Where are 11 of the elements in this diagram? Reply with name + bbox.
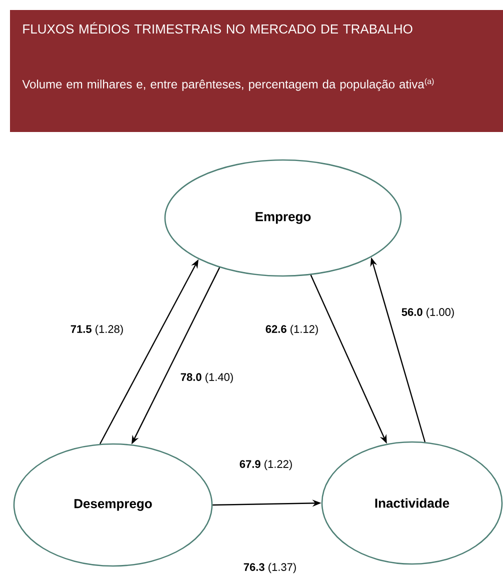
ellipse-node: Inactividade [321, 441, 503, 565]
edge-label: 62.6 (1.12) [264, 324, 320, 336]
ellipse-node: Emprego [164, 159, 402, 277]
ellipse-node: Desemprego [13, 443, 213, 567]
edge-label: 71.5 (1.28) [69, 324, 125, 336]
edge-label: 56.0 (1.00) [400, 306, 456, 320]
flow-label: 76.3 (1.37) [244, 562, 296, 574]
edge-label: 78.0 (1.40) [179, 372, 235, 384]
title: FLUXOS MÉDIOS TRIMESTRAIS NO MERCADO DE TRABALHO [23, 22, 412, 34]
edge-label: 67.9 (1.22) [238, 458, 294, 472]
subtitle: Volume em milhares e, entre parênteses, percentagem da população ativa$^{(a)}$ [22, 78, 434, 91]
